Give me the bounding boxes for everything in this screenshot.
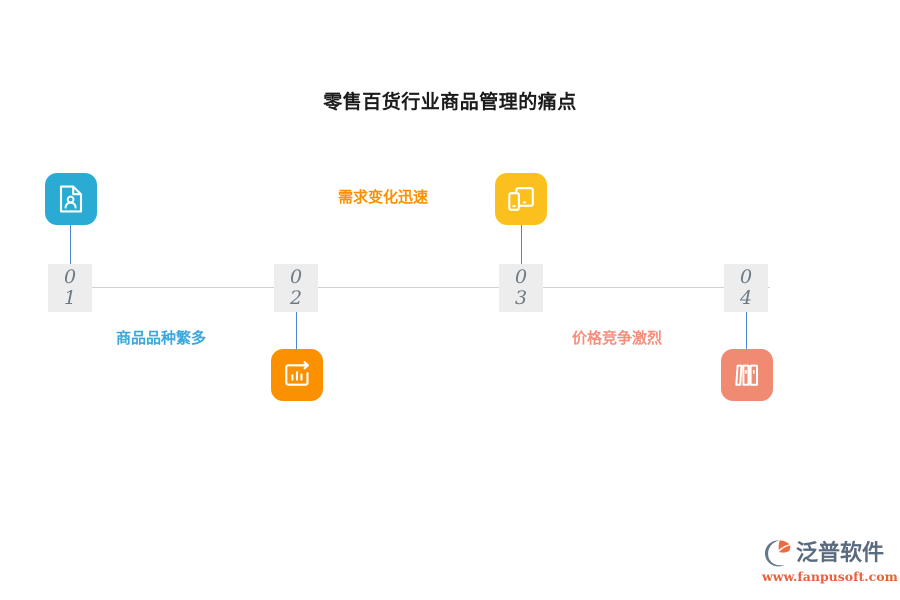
watermark: 泛普软件 www.fanpusoft.com <box>762 536 898 588</box>
step-3-digit-top: 0 <box>514 266 528 288</box>
step-2-icon-tile[interactable] <box>271 349 323 401</box>
step-2-connector <box>296 312 297 350</box>
books-shelf-icon <box>732 361 762 389</box>
step-1-digit-bottom: 1 <box>63 287 77 309</box>
step-3-digit-bottom: 3 <box>514 287 528 309</box>
step-2-digit-bottom: 2 <box>289 287 303 309</box>
step-4-digit-top: 0 <box>739 266 753 288</box>
step-3-icon-tile[interactable] <box>495 173 547 225</box>
step-3-connector <box>521 225 522 264</box>
step-4-icon-tile[interactable] <box>721 349 773 401</box>
step-2-digit-top: 0 <box>289 266 303 288</box>
step-1-number-box: 0 1 <box>48 264 92 312</box>
fanpu-logo-icon <box>762 538 794 568</box>
step-2-number-box: 0 2 <box>274 264 318 312</box>
step-1-digit-top: 0 <box>63 266 77 288</box>
step-4-number-box: 0 4 <box>724 264 768 312</box>
watermark-url: www.fanpusoft.com <box>762 569 898 584</box>
step-3-number-box: 0 3 <box>499 264 543 312</box>
step-1-caption: 商品品种繁多 <box>116 330 207 347</box>
devices-icon <box>506 185 536 213</box>
step-4-digit-bottom: 4 <box>739 287 753 309</box>
step-1-connector <box>70 225 71 264</box>
bar-chart-growth-icon <box>282 360 312 390</box>
watermark-brand: 泛普软件 <box>796 540 885 565</box>
step-1-icon-tile[interactable] <box>45 173 97 225</box>
step-4-caption: 价格竞争激烈 <box>572 330 663 347</box>
document-person-icon <box>57 184 85 214</box>
page-title: 零售百货行业商品管理的痛点 <box>323 92 577 113</box>
step-2-caption: 需求变化迅速 <box>338 189 429 206</box>
timeline-axis <box>48 287 770 288</box>
step-4-connector <box>746 312 747 350</box>
